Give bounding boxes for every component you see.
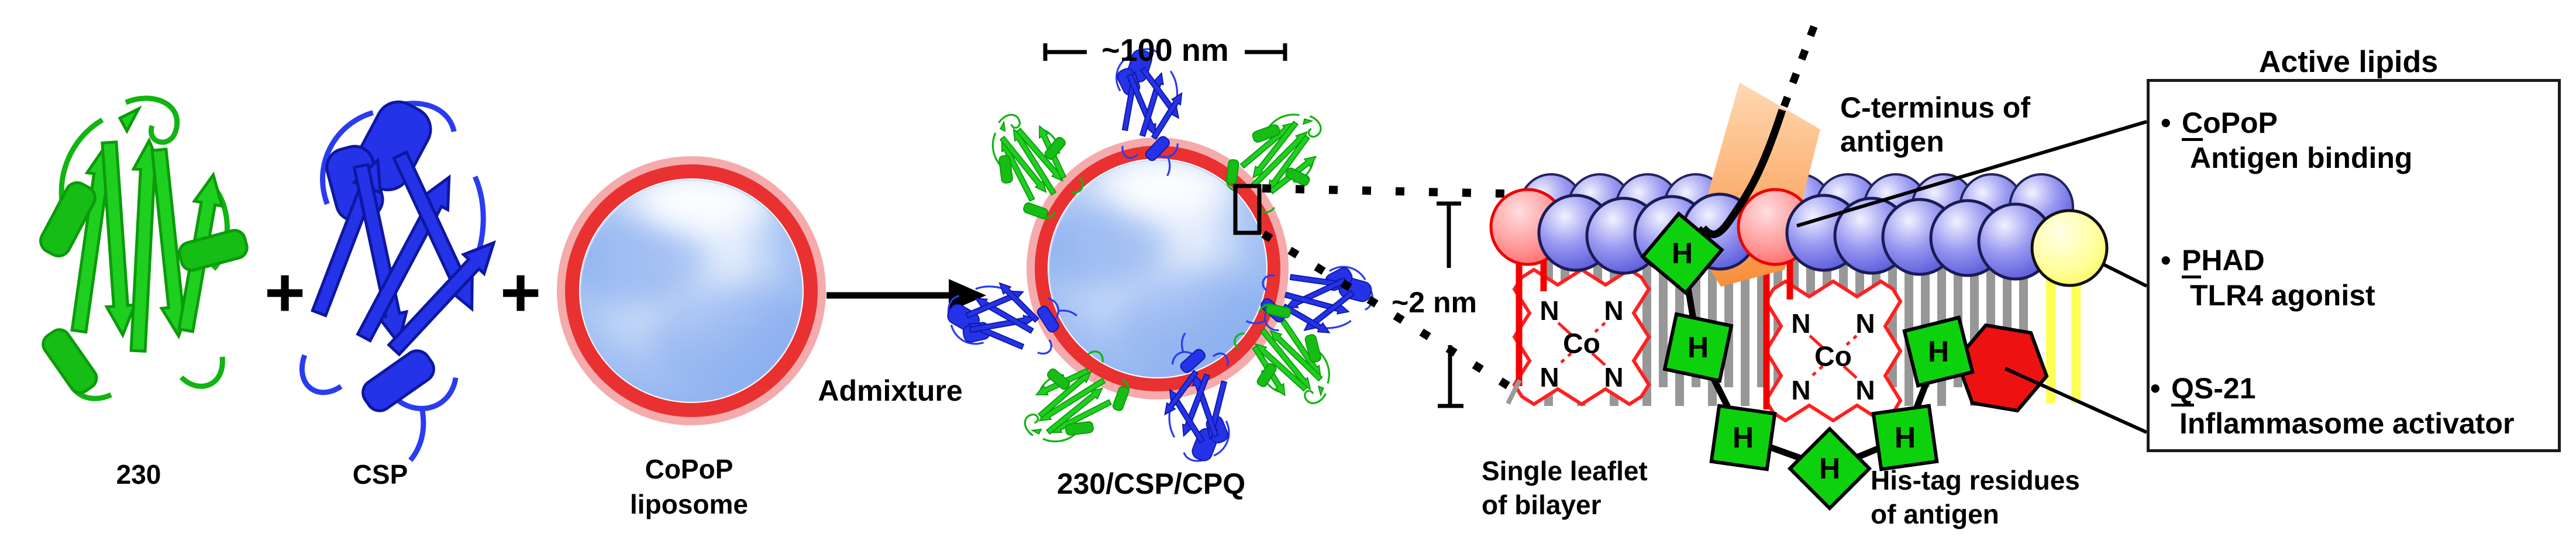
antigen-curve xyxy=(1700,108,1786,239)
label-complex-name: 230/CSP/CPQ xyxy=(1056,467,1246,500)
nitrogen-label: N xyxy=(1791,375,1810,405)
his-tag-diamond-label: H xyxy=(1733,421,1754,454)
nitrogen-label: N xyxy=(1604,295,1623,326)
stalk-continuation-slash xyxy=(1506,379,1522,405)
nitrogen-label: N xyxy=(1855,375,1875,405)
label-his-tag-line1: His-tag residues xyxy=(1871,465,2080,495)
legend-copop-first-letter: C xyxy=(2182,108,2203,141)
plus-icon: + xyxy=(264,253,306,332)
label-admixture: Admixture xyxy=(818,374,963,407)
scale-bar xyxy=(1043,43,1287,61)
his-tag-diamond-label: H xyxy=(1688,331,1709,364)
his-tag-diamond-label: H xyxy=(1819,452,1840,485)
label-protein-csp: CSP xyxy=(352,459,408,490)
legend-item-qs21: • QS-21 Inflammasome activator xyxy=(2150,371,2514,440)
phad-head-yellow xyxy=(2030,209,2109,287)
pointer-line-copop xyxy=(1796,120,2147,228)
label-c-terminus-line1: C-terminus of xyxy=(1840,91,2030,124)
cobalt-porphyrin: N N N N Co xyxy=(1764,279,1903,423)
legend-item-qs21-name: • QS-21 xyxy=(2150,371,2514,407)
legend-phad-first-letter: P xyxy=(2182,246,2202,278)
copop-liposome xyxy=(557,156,826,425)
label-thickness-2nm: ~2 nm xyxy=(1392,286,1477,319)
nitrogen-label: N xyxy=(1540,362,1559,392)
legend-item-phad-name: • PHAD xyxy=(2161,243,2375,278)
legend-phad-rest: HAD xyxy=(2201,244,2265,277)
his-tag-diamond-label: H xyxy=(1928,335,1949,368)
cobalt-porphyrin: N N N N Co xyxy=(1512,267,1651,407)
label-protein-230: 230 xyxy=(116,459,161,490)
label-single-leaflet-line1: Single leaflet xyxy=(1482,456,1648,486)
zoom-rectangle xyxy=(1233,184,1262,235)
legend-pointer-lines xyxy=(1796,120,2148,434)
complex-liposome xyxy=(1027,137,1289,400)
legend-title: Active lipids xyxy=(2258,45,2439,79)
phad-tails-yellow xyxy=(2046,263,2081,404)
pointer-line-qs21 xyxy=(2004,367,2148,434)
legend-item-qs21-desc: Inflammasome activator xyxy=(2179,407,2515,440)
thickness-bracket xyxy=(1437,201,1463,408)
label-copop-liposome-line1: CoPoP xyxy=(645,454,733,484)
legend-item-copop-name: • CoPoP xyxy=(2161,106,2412,141)
cobalt-label: Co xyxy=(1814,342,1852,373)
label-single-leaflet: Single leaflet of bilayer xyxy=(1482,454,1648,522)
bullet-icon: • xyxy=(2150,372,2161,405)
bullet-icon: • xyxy=(2161,106,2171,139)
cobalt-label: Co xyxy=(1563,329,1600,360)
legend-item-phad-desc: TLR4 agonist xyxy=(2190,279,2375,312)
zoom-dotted-line-upper xyxy=(1262,184,1505,198)
copop-stalks xyxy=(1516,259,1793,409)
bullet-icon: • xyxy=(2161,244,2171,277)
nitrogen-label: N xyxy=(1855,308,1875,339)
legend-item-phad: • PHAD TLR4 agonist xyxy=(2161,243,2375,312)
label-single-leaflet-line2: of bilayer xyxy=(1482,490,1602,520)
label-his-tag: His-tag residues of antigen xyxy=(1871,463,2080,531)
protein-230-ribbon xyxy=(37,98,250,398)
nitrogen-label: N xyxy=(1540,295,1559,326)
antigen-curve-dotted xyxy=(1780,11,1823,108)
label-copop-liposome-line2: liposome xyxy=(630,489,748,519)
label-c-terminus: C-terminus of antigen xyxy=(1840,91,2030,159)
legend-item-copop: • CoPoP Antigen binding xyxy=(2161,106,2412,175)
zoom-dotted-line-lower xyxy=(1261,230,1518,394)
label-copop-liposome: CoPoP liposome xyxy=(630,452,748,522)
admixture-arrow xyxy=(826,279,986,312)
legend-item-copop-desc: Antigen binding xyxy=(2190,142,2413,174)
nitrogen-label: N xyxy=(1604,362,1623,392)
legend-qs21-first-letter: Q xyxy=(2171,374,2194,407)
legend-copop-rest: oPoP xyxy=(2203,106,2278,139)
pointer-line-phad xyxy=(2102,263,2148,288)
label-scale-100nm: ~100 nm xyxy=(1101,33,1229,68)
nitrogen-label: N xyxy=(1791,308,1810,339)
label-his-tag-line2: of antigen xyxy=(1871,499,1999,529)
legend-box xyxy=(2147,79,2561,452)
protein-csp-ribbon xyxy=(298,90,512,464)
his-tag-residues: H H H H H H xyxy=(1640,211,1975,511)
legend-qs21-rest: S-21 xyxy=(2193,372,2256,405)
label-c-terminus-line2: antigen xyxy=(1840,125,1944,158)
his-tag-diamond-label: H xyxy=(1895,421,1916,454)
plus-icon: + xyxy=(500,253,542,332)
his-tag-diamond-label: H xyxy=(1672,237,1693,270)
